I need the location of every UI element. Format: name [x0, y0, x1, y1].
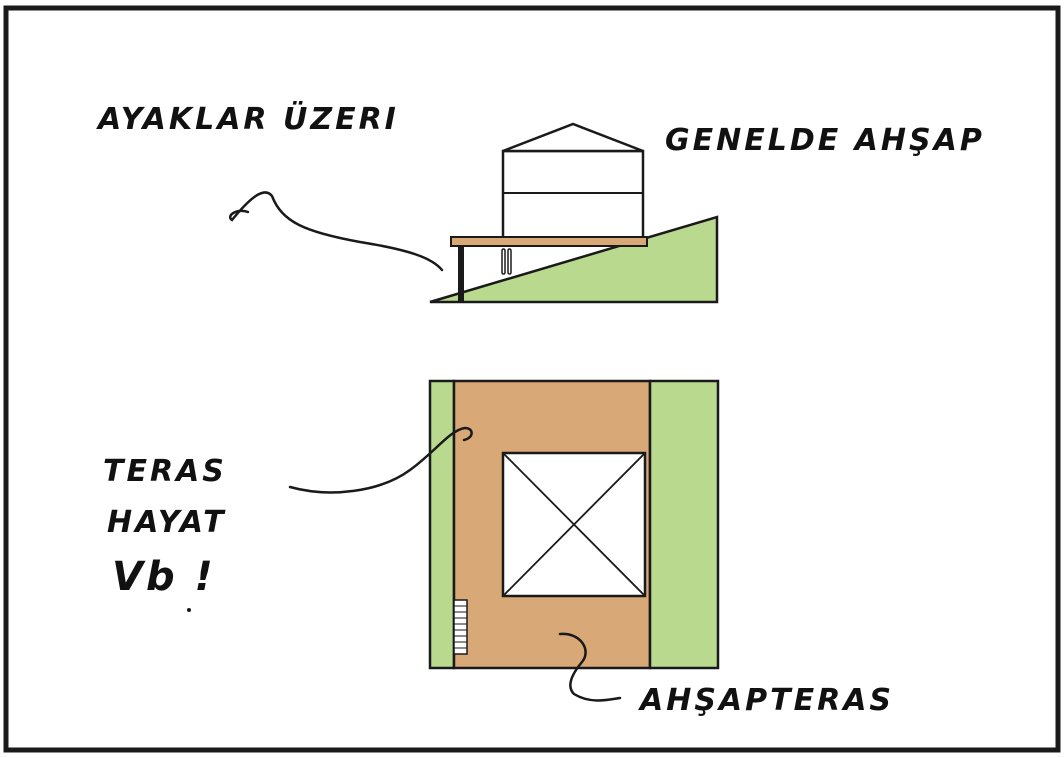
- deck-platform: [450, 236, 648, 247]
- plan-green-right: [648, 379, 720, 670]
- leader-line-legs: [229, 191, 444, 272]
- plan-stairs: [453, 599, 468, 655]
- deck-legs-small: [501, 248, 512, 275]
- label-teras: TERAS: [103, 454, 227, 489]
- label-genelde-ahsap: GENELDE AHŞAP: [665, 123, 985, 158]
- house-body: [501, 149, 645, 240]
- label-ayaklar-uzeri: AYAKLAR ÜZERI: [96, 100, 399, 137]
- label-ahsap-teras: AHŞAPTERAS: [638, 683, 894, 718]
- leader-line-terrace: [288, 426, 473, 494]
- plan-house-cross-b: [502, 452, 646, 597]
- plan-view: [288, 379, 720, 702]
- house-roof: [502, 122, 644, 153]
- section-view: [229, 122, 719, 304]
- plan-green-left: [428, 379, 456, 670]
- page-frame: [3, 5, 1061, 753]
- label-vb: Vb !: [112, 554, 216, 600]
- stray-dot: [187, 608, 191, 612]
- deck-leg-front: [458, 246, 464, 302]
- label-hayat: HAYAT: [107, 505, 227, 540]
- leader-line-wood: [558, 632, 622, 702]
